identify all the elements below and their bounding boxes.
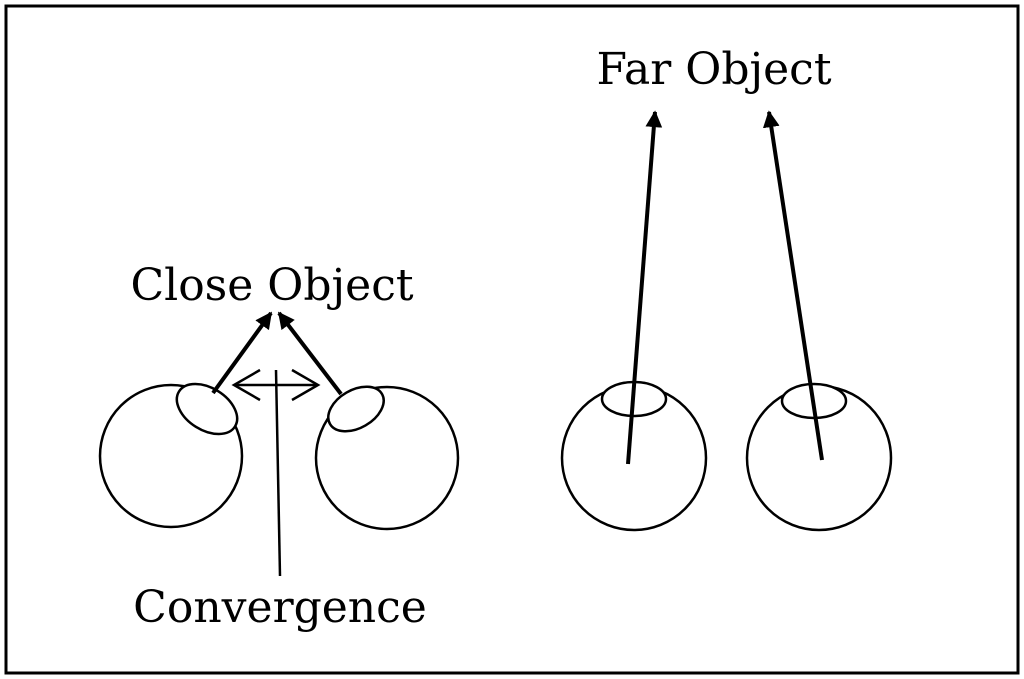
convergence-label: Convergence bbox=[133, 582, 427, 633]
close-object-group bbox=[98, 311, 460, 577]
right-eye-close-lens bbox=[327, 385, 385, 433]
convergence-arrowhead-right bbox=[291, 368, 321, 402]
convergence-leader-line bbox=[274, 369, 282, 577]
left-eye-close-lens bbox=[175, 382, 239, 436]
right-gaze-arrow-close bbox=[277, 311, 343, 396]
diagram-frame bbox=[4, 4, 1020, 675]
left-gaze-arrow-close bbox=[211, 311, 273, 395]
close-object-label: Close Object bbox=[130, 260, 413, 311]
left-gaze-arrow-far bbox=[626, 110, 663, 465]
convergence-arrowhead-left bbox=[231, 368, 261, 402]
far-object-label: Far Object bbox=[596, 44, 831, 95]
far-object-group bbox=[560, 110, 893, 532]
right-gaze-arrow-far bbox=[762, 110, 824, 461]
